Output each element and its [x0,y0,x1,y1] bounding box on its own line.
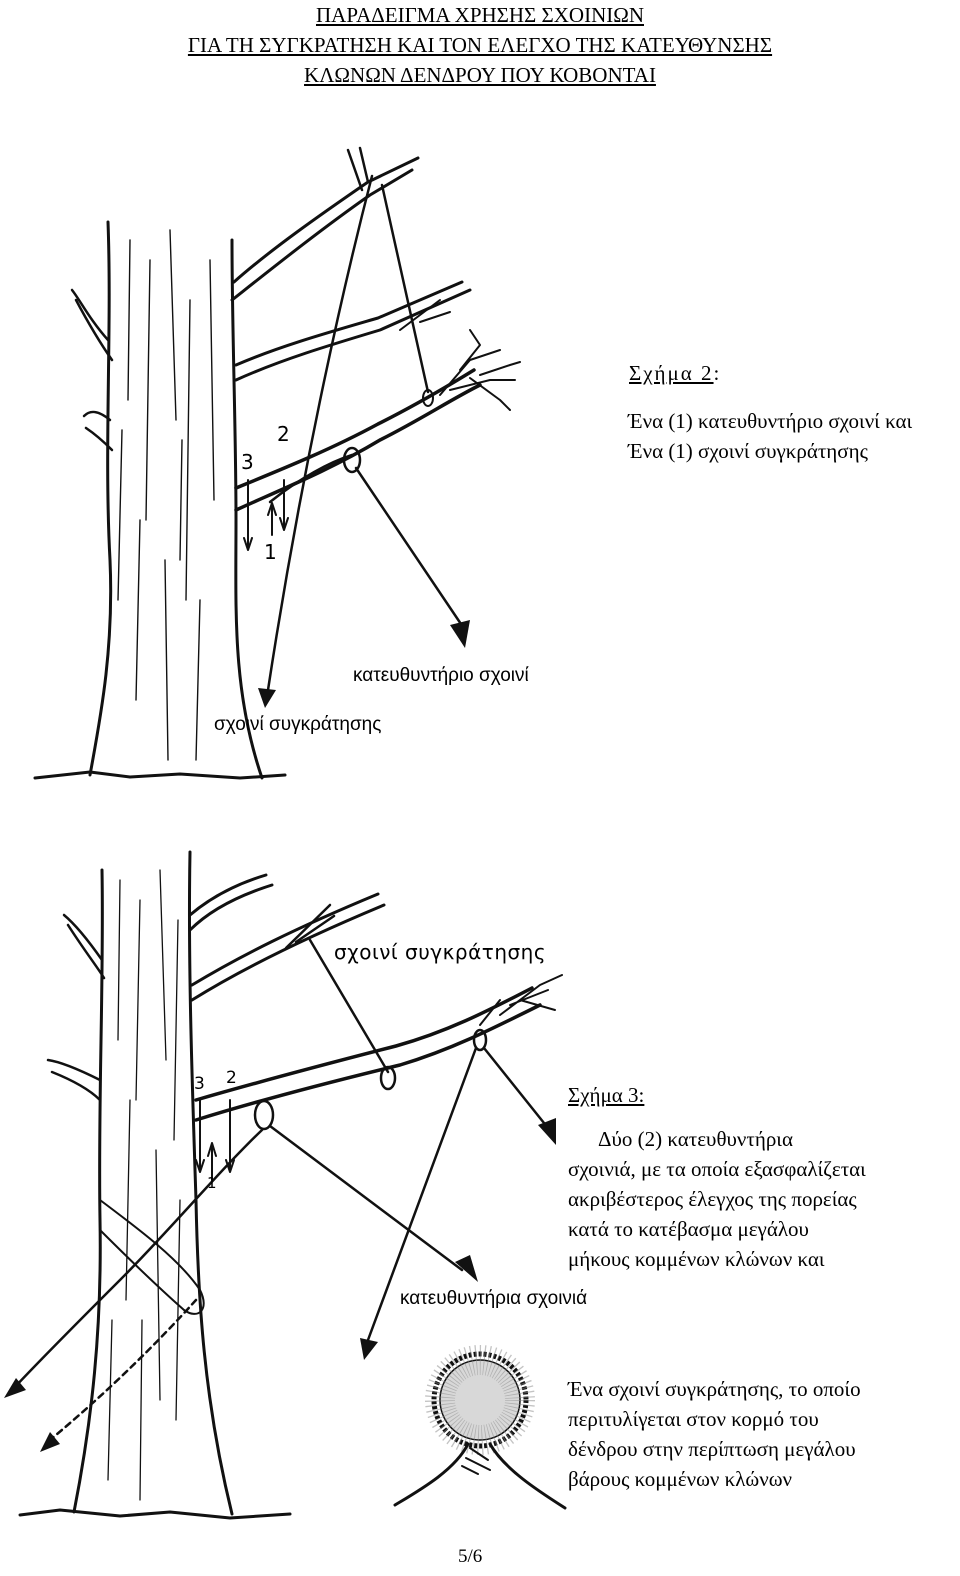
figure-2-label-directional-rope: κατευθυντήριο σχοινί [353,665,529,686]
figure-3-caption-line-2: σχοινιά, με τα οποία εξασφαλίζεται [568,1157,866,1181]
figure-3-caption-line-5: μήκους κομμένων κλώνων και [568,1247,825,1271]
figure-3-caption-line-1: Δύο (2) κατευθυντήρια [598,1127,793,1151]
figure-3-wrap-caption-line-2: περιτυλίγεται στον κορμό του [568,1407,819,1431]
figure-3-number-2: 2 [226,1068,237,1088]
figure-3-label-directional-ropes: κατευθυντήρια σχοινιά [400,1288,588,1309]
figure-2-caption-line-2: Ένα (1) σχοινί συγκράτησης [628,439,868,463]
figure-3-wrap-caption-line-4: βάρους κομμένων κλώνων [568,1467,793,1491]
figure-2-caption-colon: : [713,361,720,385]
title-line-3: ΚΛΩΝΩΝ ΔΕΝΔΡΟΥ ΠΟΥ ΚΟΒΟΝΤΑΙ [304,63,656,87]
figure-3-number-1: 1 [207,1174,217,1192]
figure-3-wrap-caption-line-1: Ένα σχοινί συγκράτησης, το οποίο [568,1377,861,1401]
page-number: 5/6 [458,1546,483,1567]
title-line-2: ΓΙΑ ΤΗ ΣΥΓΚΡΑΤΗΣΗ ΚΑΙ ΤΟΝ ΕΛΕΓΧΟ ΤΗΣ ΚΑΤ… [187,33,773,57]
figure-3-label-holding-rope: σχοινί συγκράτησης [334,940,547,964]
title-line-1: ΠΑΡΑΔΕΙΓΜΑ ΧΡΗΣΗΣ ΣΧΟΙΝΙΩΝ [315,3,644,27]
figure-2-caption-title-text: Σχήμα 2 [629,361,714,385]
figure-3-caption-line-4: κατά το κατέβασμα μεγάλου [568,1217,809,1241]
figure-2-number-3: 3 [241,450,254,474]
figure-3-wrap-caption-line-3: δένδρου στην περίπτωση μεγάλου [568,1437,856,1461]
figure-2-caption-title: Σχήμα 2: [629,358,719,388]
figure-2-caption-line-1: Ένα (1) κατευθυντήριο σχοινί και [628,409,913,433]
figure-3-number-3: 3 [194,1074,205,1094]
figure-3-caption-title: Σχήμα 3: [568,1083,645,1107]
figure-3-caption-line-3: ακριβέστερος έλεγχος της πορείας [568,1187,857,1211]
figure-2-label-holding-rope: σχοινί συγκράτησης [214,714,382,735]
figure-2-number-2: 2 [277,422,290,446]
figure-2-tree-illustration [33,146,521,780]
figure-2-number-1: 1 [264,540,277,564]
